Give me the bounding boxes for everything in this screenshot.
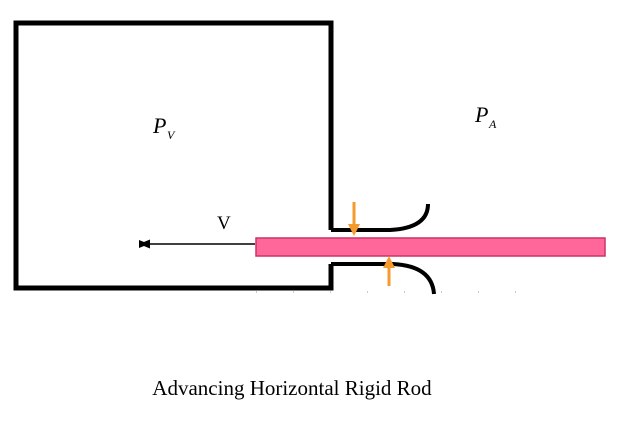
ambient-pressure-main: P [474,102,488,127]
vessel-pressure-sub: V [167,128,176,142]
vessel-pressure-main: P [152,113,166,138]
vessel-outline [13,20,334,291]
ambient-pressure-sub: A [488,117,497,131]
force-arrow-down-head [348,224,360,236]
upper-slot-lip [331,203,430,232]
velocity-label: V [217,213,231,234]
force-arrow-up-head [383,256,395,268]
diagram-caption: Advancing Horizontal Rigid Rod [152,376,432,400]
rigid-rod [255,237,606,257]
ambient-pressure-label: P A [474,102,497,131]
velocity-arrowhead [139,239,150,249]
vessel-pressure-label: P V [152,113,176,142]
lower-slot-lip [331,262,436,295]
